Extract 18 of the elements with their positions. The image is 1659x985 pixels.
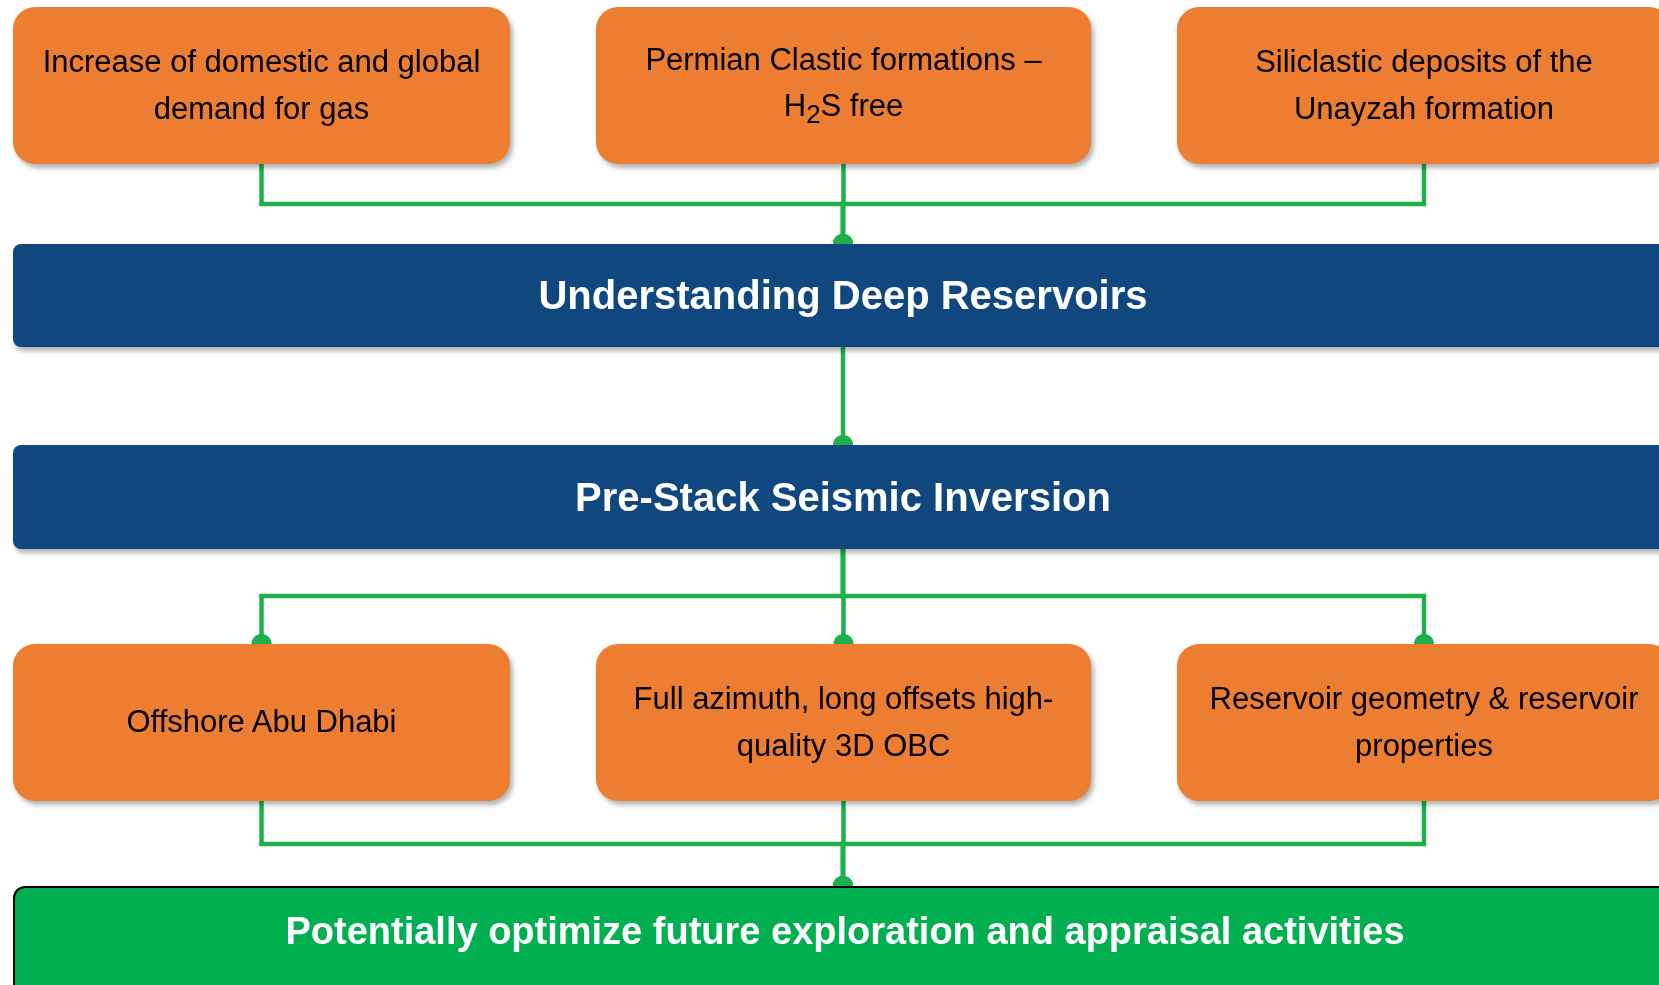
process-box [13,644,510,801]
box-label: Reservoir geometry & reservoir properties [1208,680,1640,765]
process-box [596,7,1091,164]
box-label: Potentially optimize future exploration and appraisal activities [285,910,1405,953]
result-banner [13,886,1659,985]
process-box [1177,644,1659,801]
box-label: Pre-Stack Seismic Inversion [575,474,1111,520]
box-label: Understanding Deep Reservoirs [538,273,1148,318]
banner-box [13,445,1659,549]
box-label: Full azimuth, long offsets high-quality 3D OBC [632,680,1055,765]
box-label: Increase of domestic and global demand for gas [41,43,482,128]
process-box [13,7,510,164]
process-box [1177,7,1659,164]
box-label: Offshore Abu Dhabi [126,703,397,742]
process-box [596,644,1091,801]
banner-box [13,244,1659,347]
box-label: Siliclastic deposits of the Unayzah formation [1254,43,1594,128]
box-label: Permian Clastic formations – H$_{2}$S free [644,40,1043,131]
